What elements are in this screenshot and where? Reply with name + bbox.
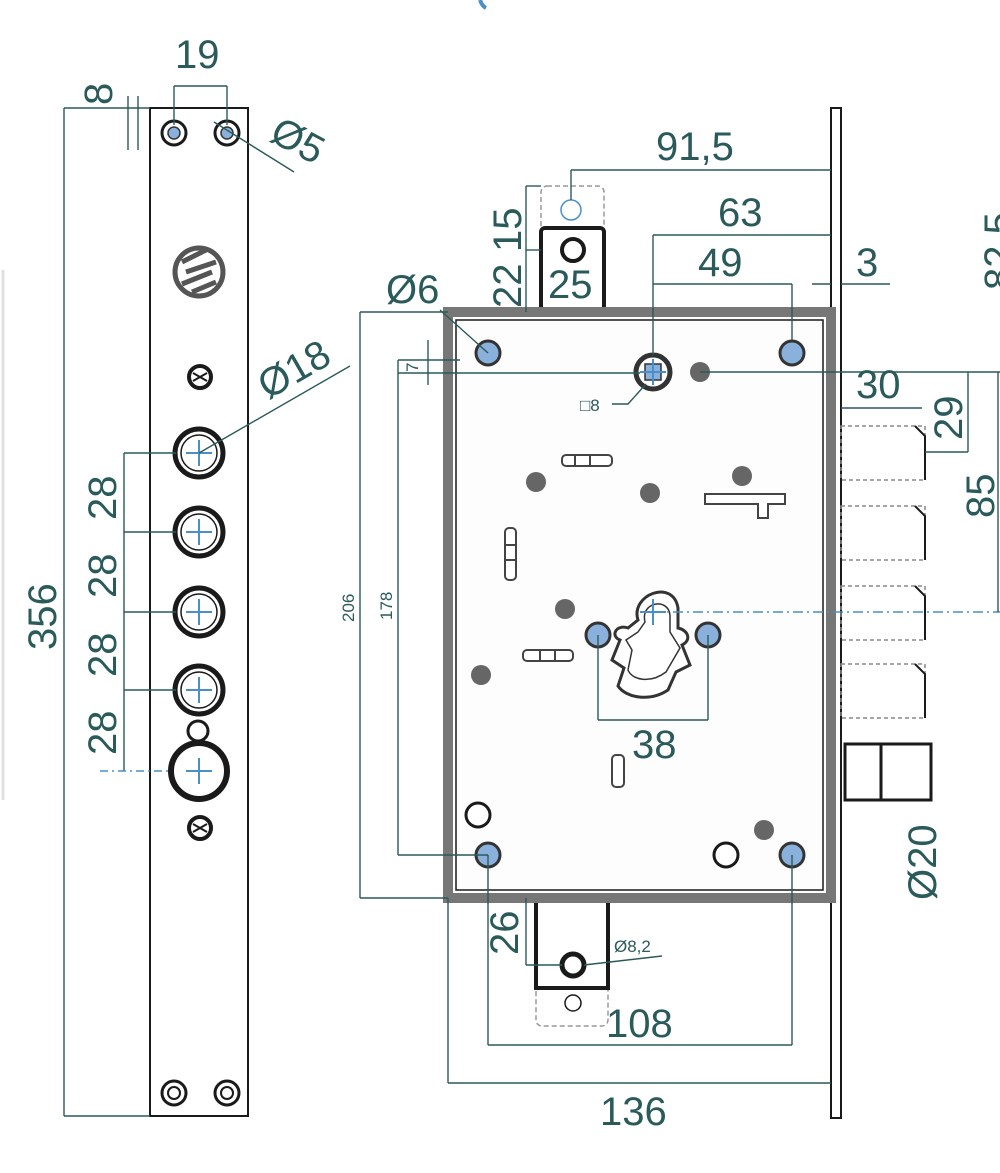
brand-logo-icon bbox=[172, 245, 226, 299]
dim-height-206: 206 bbox=[339, 594, 358, 622]
latch bbox=[843, 742, 933, 802]
dim-height-178: 178 bbox=[377, 592, 396, 620]
dim-offset-7: 7 bbox=[403, 363, 422, 372]
dim-pitch-2: 28 bbox=[81, 554, 125, 599]
dim-mount-hole: Ø6 bbox=[386, 268, 439, 312]
dim-plate-thickness: 3 bbox=[856, 241, 878, 285]
dim-hole-spacing: 19 bbox=[175, 33, 220, 77]
dim-pitch-1: 28 bbox=[81, 476, 125, 521]
dim-cutoff-right: 82,5 bbox=[977, 212, 1000, 290]
internal-slots bbox=[504, 454, 786, 788]
dim-hole-diameter: Ø5 bbox=[264, 109, 332, 173]
dim-bottom-hole: Ø8,2 bbox=[614, 937, 651, 956]
dim-latch-diameter: Ø20 bbox=[901, 824, 945, 900]
dim-tab-25: 25 bbox=[548, 263, 593, 307]
dim-edge-offset: 8 bbox=[77, 83, 121, 105]
dim-cylinder-38: 38 bbox=[632, 723, 677, 767]
bolt-holes bbox=[168, 426, 230, 802]
internal-rivets bbox=[471, 362, 774, 840]
upper-screw-icon bbox=[187, 364, 213, 390]
dim-pitch-3: 28 bbox=[81, 633, 125, 678]
dim-backset-63: 63 bbox=[718, 191, 763, 235]
dim-square-spindle: □8 bbox=[580, 396, 600, 415]
dim-bottom-26: 26 bbox=[483, 911, 527, 956]
dim-width-108: 108 bbox=[606, 1002, 673, 1046]
dim-bolt-30: 30 bbox=[856, 363, 901, 407]
dim-backset-49: 49 bbox=[698, 241, 743, 285]
dim-bolt-85: 85 bbox=[959, 474, 1000, 519]
lock-case bbox=[359, 107, 1000, 1119]
dim-total-length: 356 bbox=[21, 583, 65, 650]
dim-tab-22: 22 bbox=[486, 264, 530, 309]
dim-bolt-29: 29 bbox=[927, 396, 971, 441]
front-plate bbox=[63, 85, 351, 1117]
dim-pitch-4: 28 bbox=[81, 711, 125, 756]
top-partial-mark bbox=[478, 0, 487, 10]
dim-tab-15: 15 bbox=[486, 208, 530, 253]
lower-screw-icon bbox=[187, 815, 213, 841]
dim-width-136: 136 bbox=[600, 1090, 667, 1134]
bolt-teeth bbox=[840, 425, 926, 719]
dim-bolt-diameter: Ø18 bbox=[251, 332, 338, 408]
dim-backset-total: 91,5 bbox=[656, 125, 734, 169]
